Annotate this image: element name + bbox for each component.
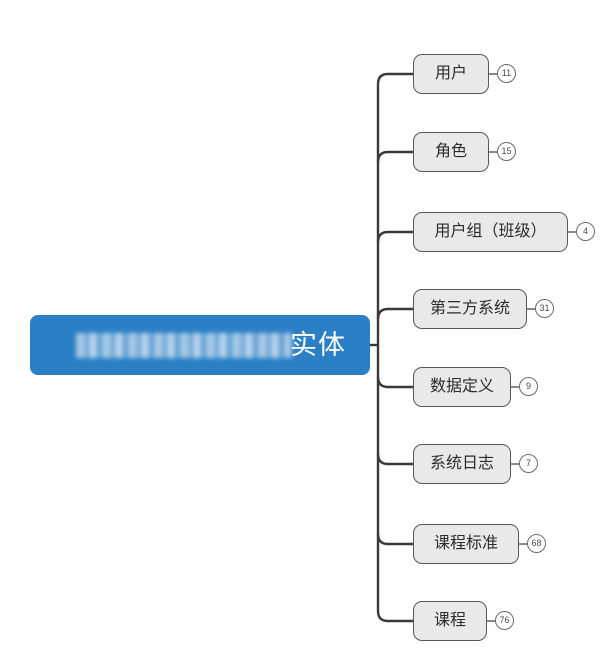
child-node-role[interactable]: 角色 [413,132,489,172]
count-badge-value: 31 [539,303,550,313]
count-badge-course-standard: 68 [527,534,546,553]
count-badge-course: 76 [495,611,514,630]
child-node-label: 用户 [434,65,467,82]
count-badge-role: 15 [497,142,516,161]
child-node-user-group[interactable]: 用户组（班级） [413,212,568,252]
child-node-label: 角色 [434,143,467,160]
count-badge-data-definition: 9 [519,377,538,396]
count-badge-system-log: 7 [519,454,538,473]
count-badge-value: 11 [501,68,512,78]
connector-branch-5 [376,376,413,389]
child-node-data-definition[interactable]: 数据定义 [413,367,511,407]
connector-branch-7 [376,533,413,546]
connector-branch-2 [376,150,413,163]
child-node-course[interactable]: 课程 [413,601,487,641]
child-node-user[interactable]: 用户 [413,54,489,94]
root-node[interactable]: 实体 [30,315,370,375]
count-badge-third-party-system: 31 [535,299,554,318]
count-badge-value: 68 [531,538,542,548]
child-node-third-party-system[interactable]: 第三方系统 [413,289,527,329]
child-node-label: 第三方系统 [429,300,510,317]
count-badge-value: 4 [582,226,588,236]
count-badge-user: 11 [497,64,516,83]
child-node-label: 课程标准 [433,535,498,552]
child-node-label: 数据定义 [429,378,494,395]
redacted-text-overlay [76,333,292,358]
child-node-label: 系统日志 [429,455,494,472]
child-node-label: 课程 [433,612,466,629]
connector-branch-3 [376,230,413,243]
count-badge-value: 76 [499,615,510,625]
connector-branch-4 [376,307,413,320]
count-badge-user-group: 4 [576,222,595,241]
child-node-course-standard[interactable]: 课程标准 [413,524,519,564]
count-badge-value: 15 [501,146,512,156]
root-node-label: 实体 [290,329,346,360]
count-badge-value: 7 [525,458,531,468]
connector-branch-6 [376,453,413,466]
connector-branch-8 [376,610,413,623]
connector-branch-1 [376,72,413,85]
child-node-system-log[interactable]: 系统日志 [413,444,511,484]
child-node-label: 用户组（班级） [434,223,547,240]
count-badge-value: 9 [525,381,531,391]
